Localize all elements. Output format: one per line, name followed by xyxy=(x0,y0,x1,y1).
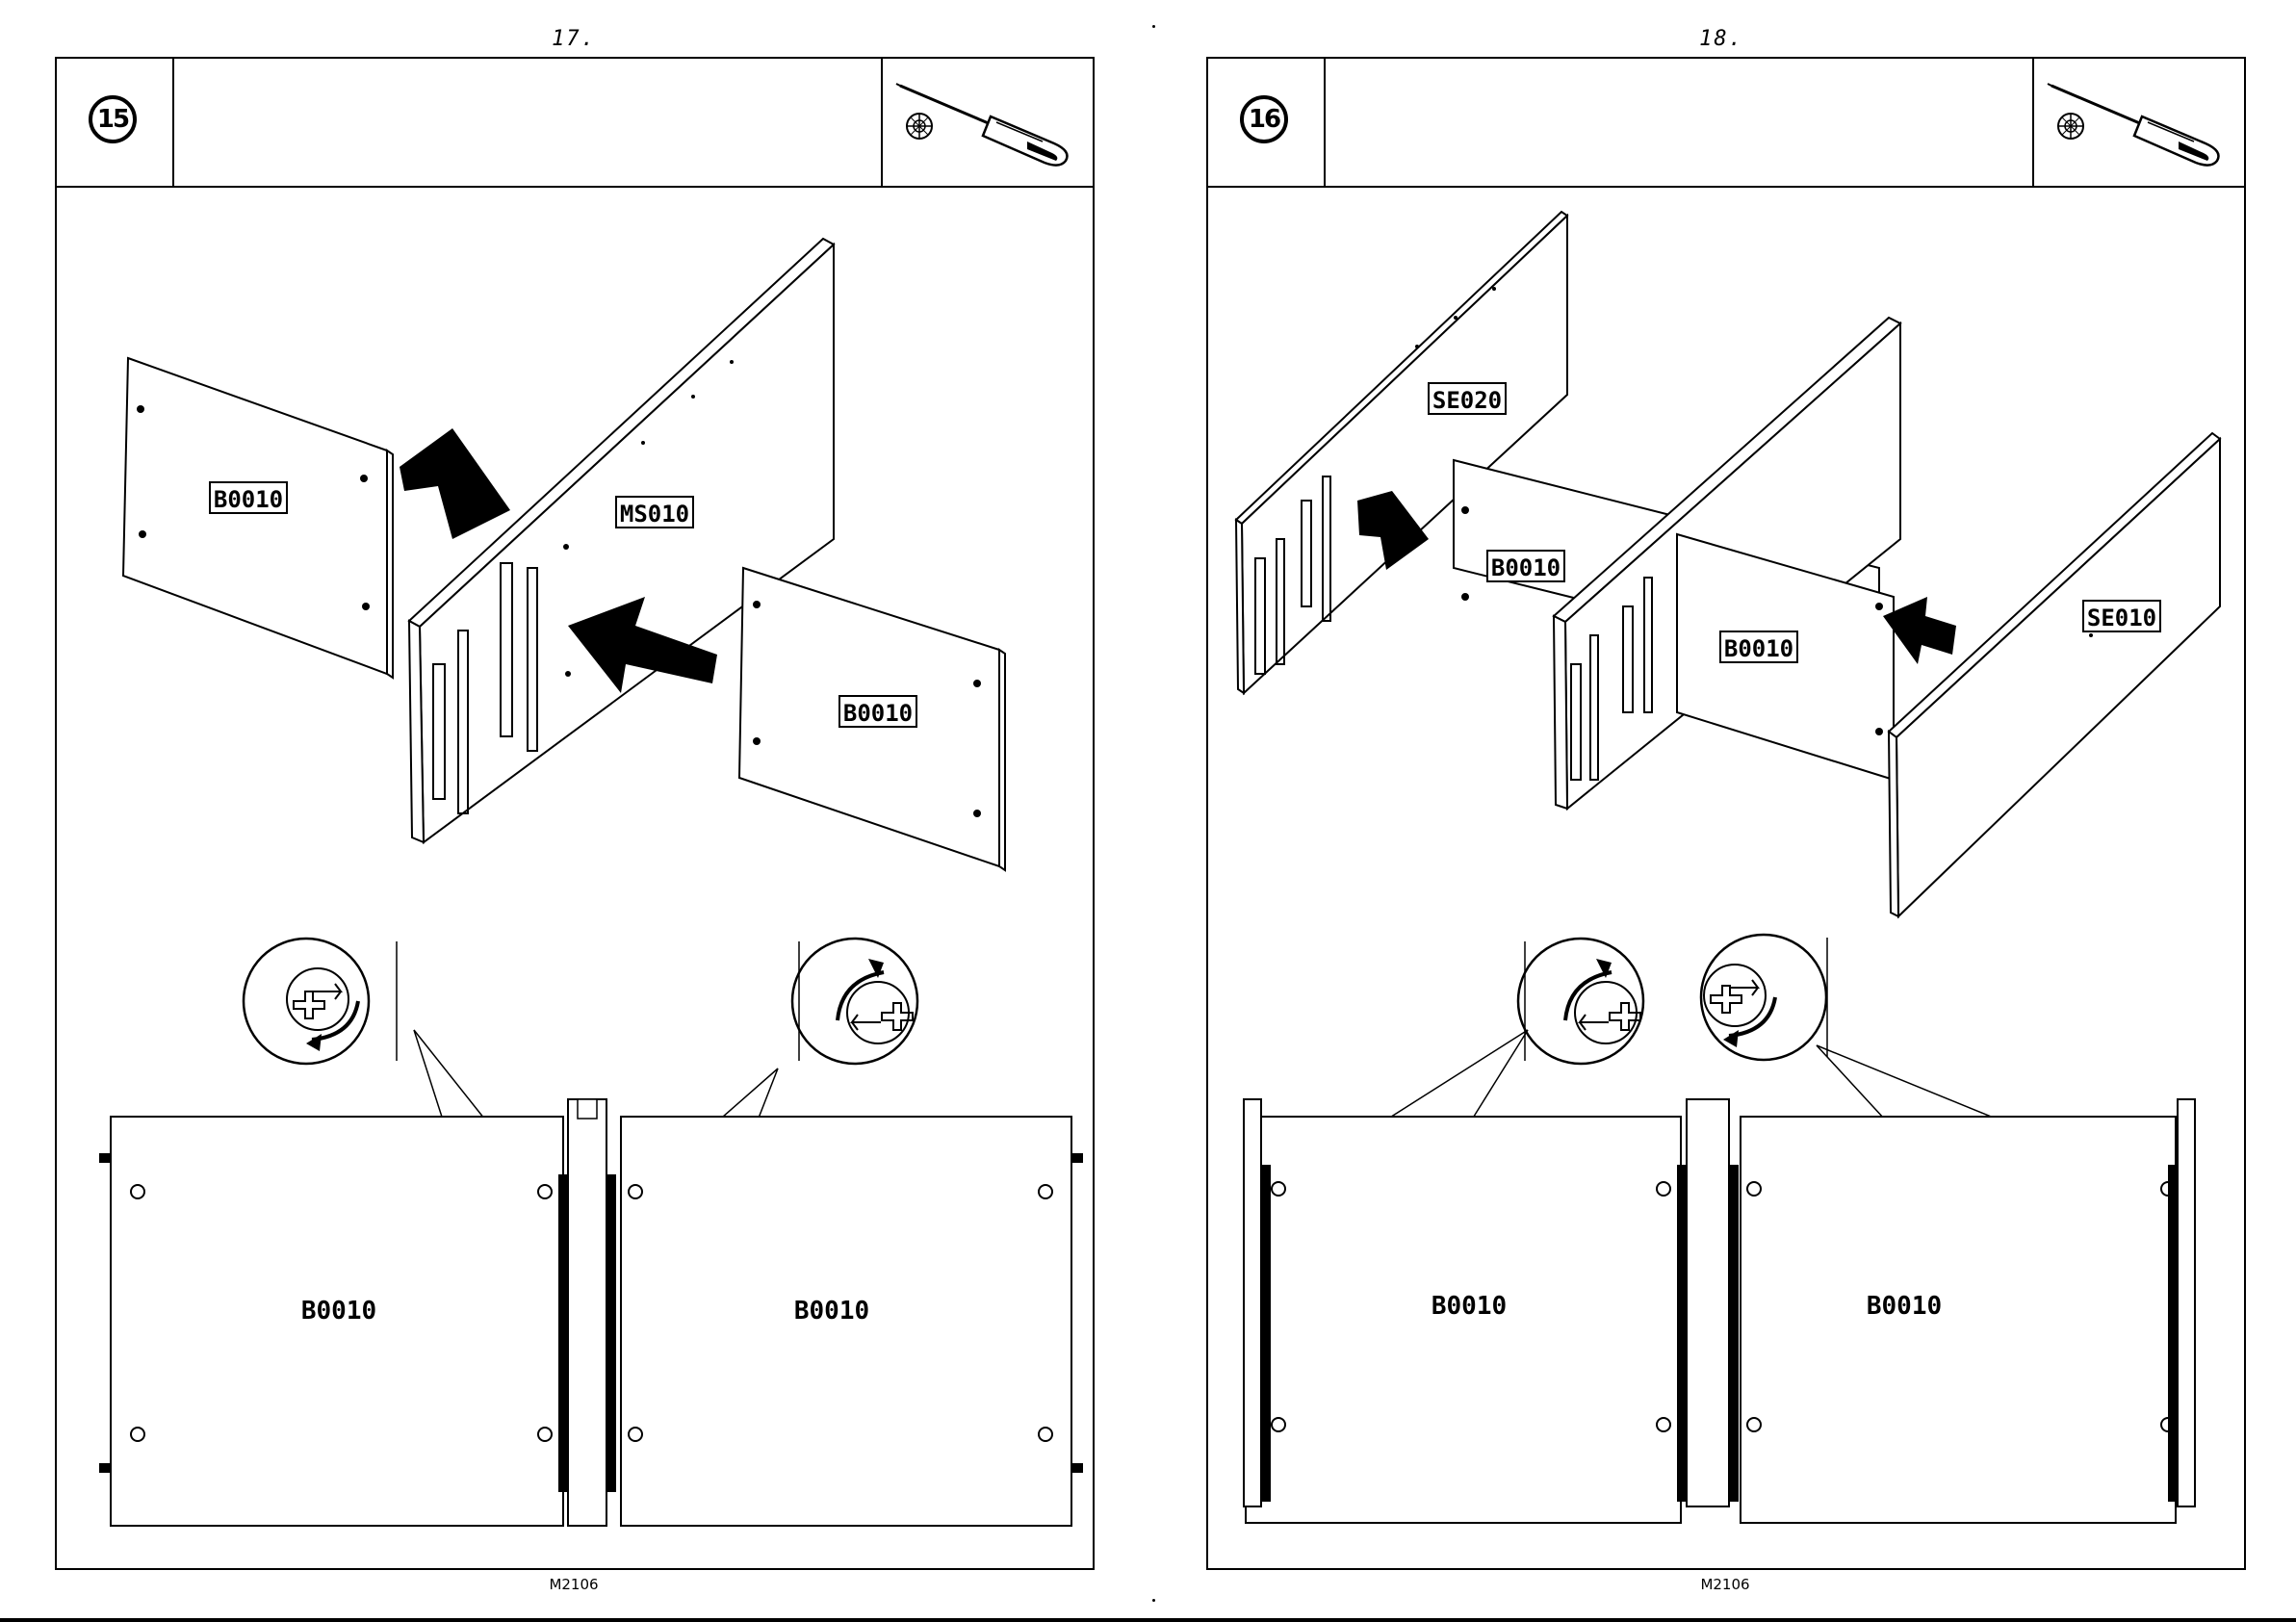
label-panel-b0010-middle: B0010 xyxy=(1724,635,1793,662)
scan-edge xyxy=(0,1618,2296,1622)
manual-page-18: 18. 16 xyxy=(1148,0,2295,1622)
footer-model-code: M2106 xyxy=(0,1576,1148,1593)
label-panel-b0010-left: B0010 xyxy=(214,486,283,513)
label-bottom-right: B0010 xyxy=(794,1297,869,1326)
page-divider-mark xyxy=(1152,1599,1155,1602)
label-panel-b0010-right: B0010 xyxy=(843,700,913,727)
footer-model-code: M2106 xyxy=(1151,1576,2296,1593)
label-bottom-right: B0010 xyxy=(1867,1292,1942,1321)
manual-page-17: 17. 15 xyxy=(0,0,1148,1622)
page-divider-mark xyxy=(1152,25,1155,28)
label-panel-se020: SE020 xyxy=(1432,387,1502,414)
label-bottom-left: B0010 xyxy=(301,1297,376,1326)
label-bottom-left: B0010 xyxy=(1432,1292,1507,1321)
label-panel-ms010: MS010 xyxy=(620,501,689,528)
label-panel-se010: SE010 xyxy=(2087,605,2156,631)
label-panel-b0010-left: B0010 xyxy=(1491,554,1561,581)
